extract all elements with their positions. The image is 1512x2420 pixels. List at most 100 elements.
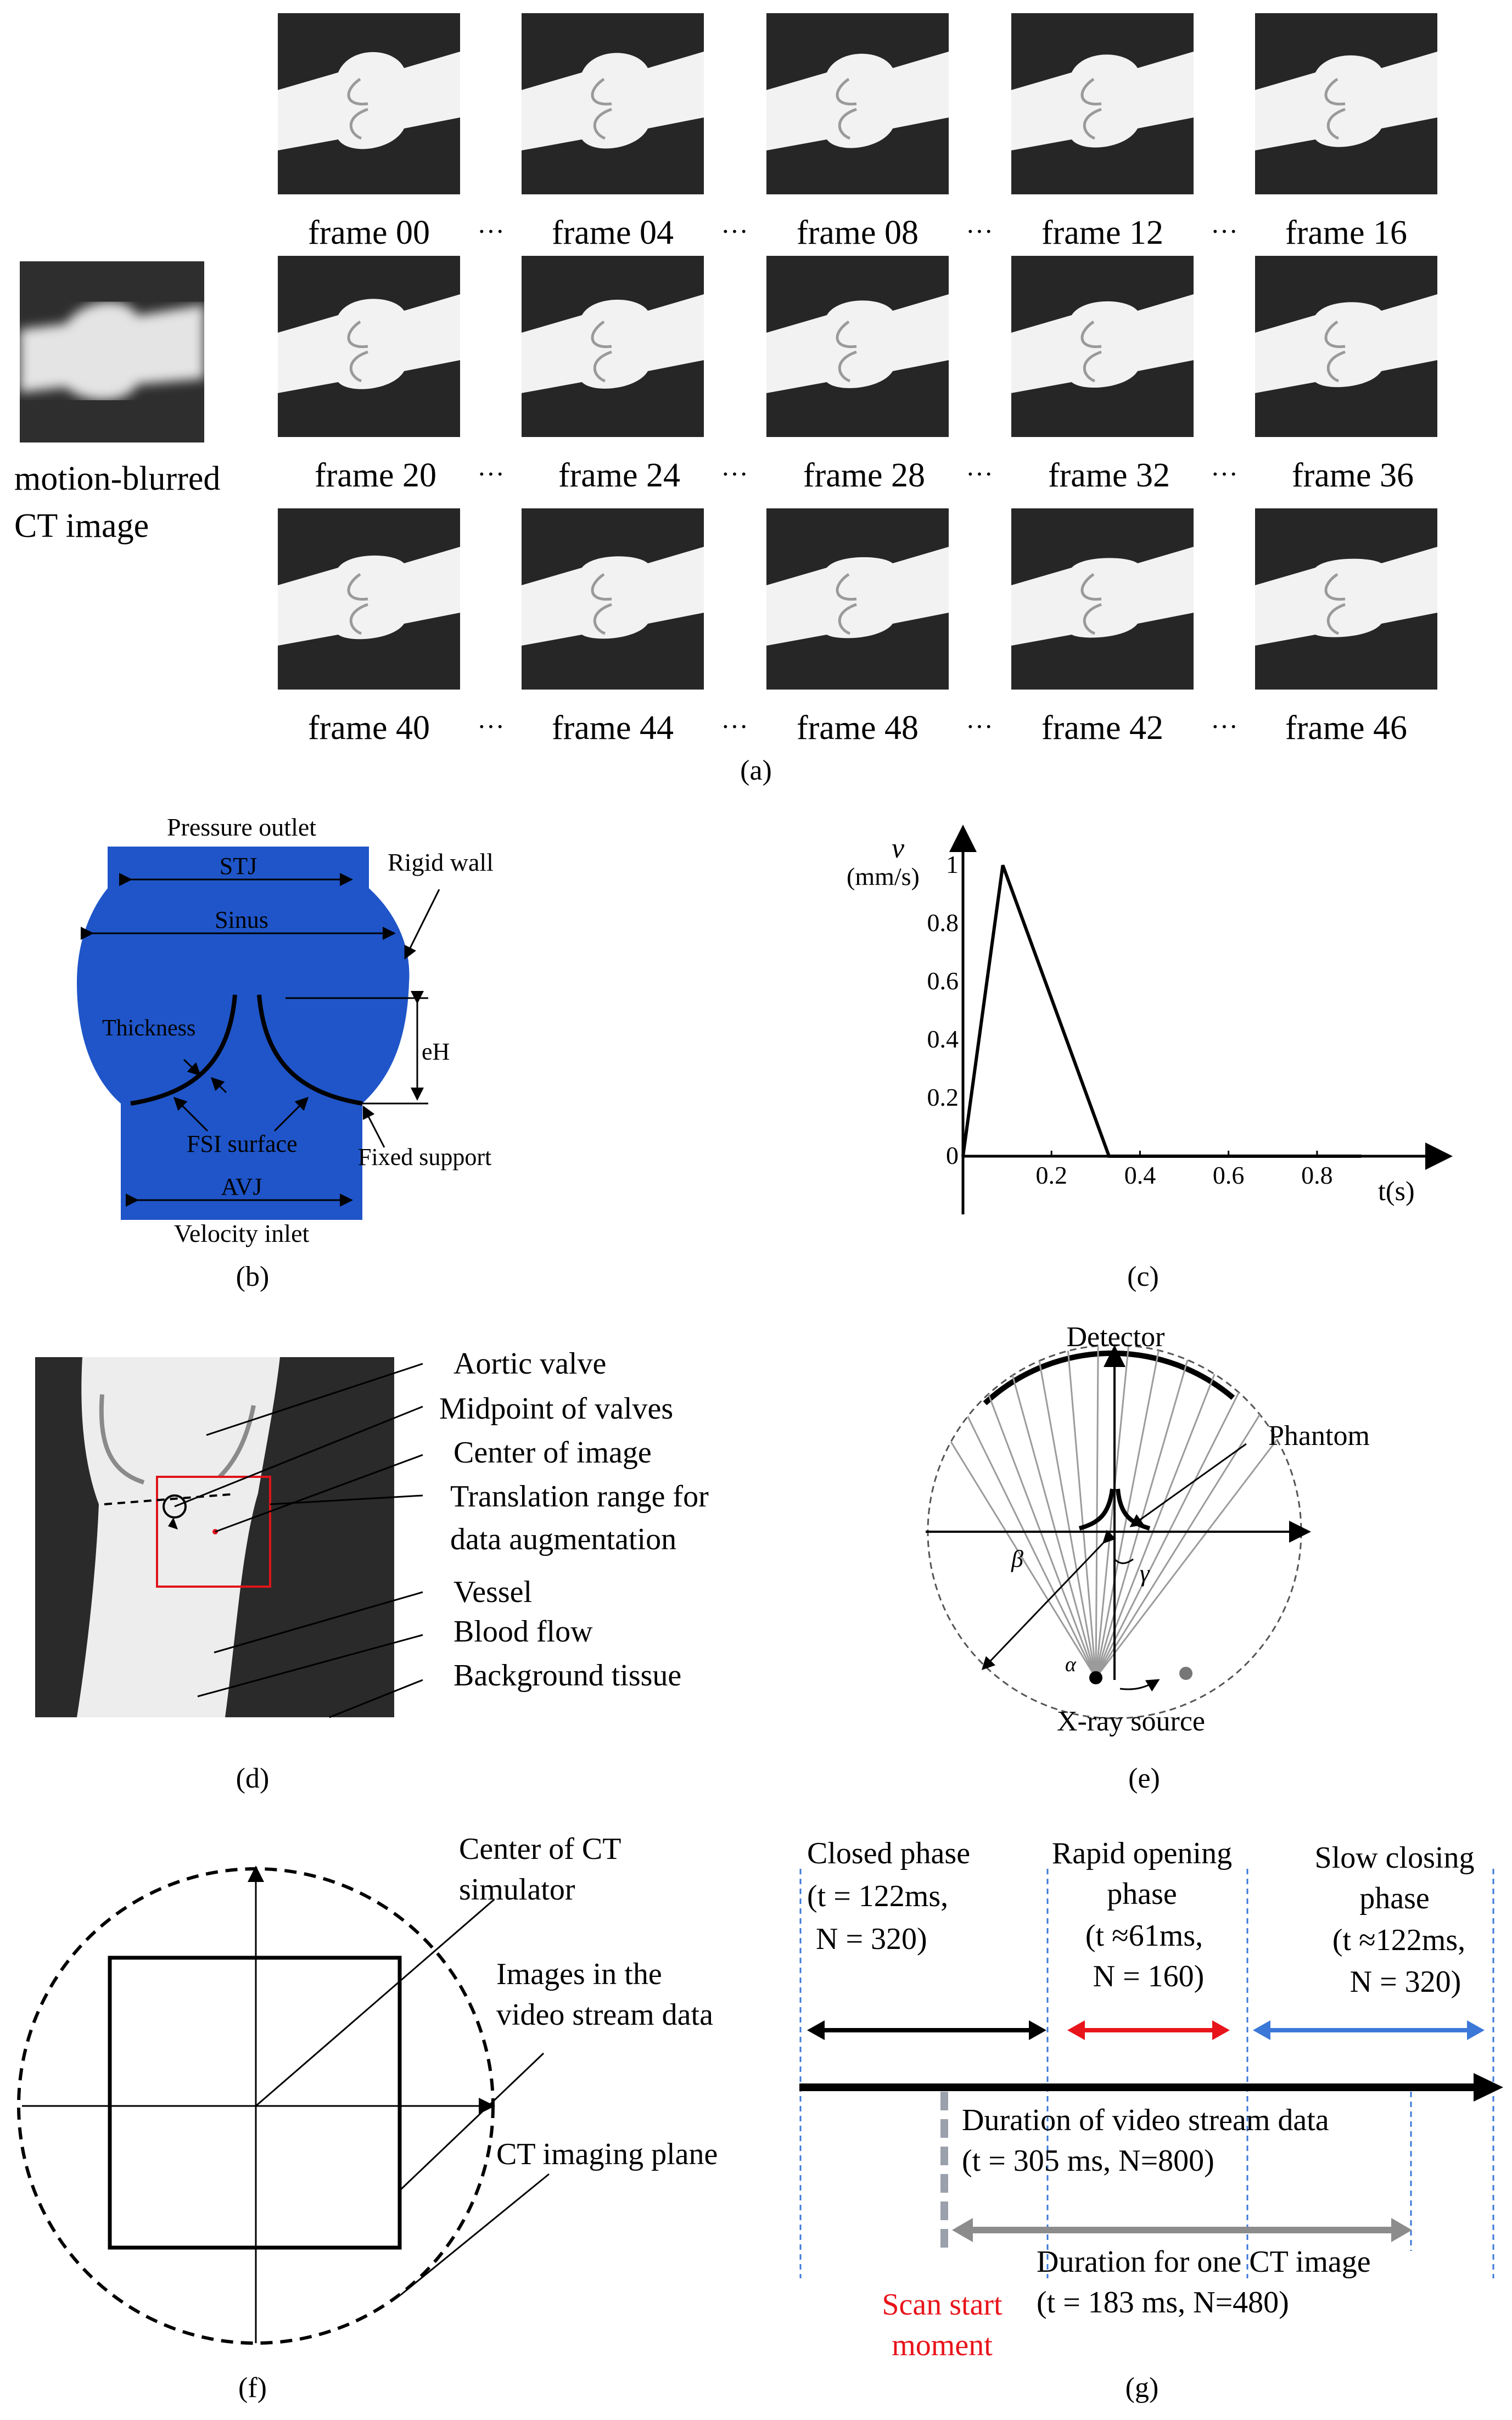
chart-y-unit: (mm/s) <box>847 862 920 890</box>
frame-ellipsis: ··· <box>721 711 748 742</box>
label-alpha: α <box>1065 1653 1077 1676</box>
frame-label: frame 40 <box>308 709 430 747</box>
label-thickness: Thickness <box>102 1016 195 1041</box>
x-tick-label: 0.4 <box>1124 1161 1156 1189</box>
caption-b: (b) <box>236 1261 270 1292</box>
x-ray-beam <box>1095 1414 1261 1678</box>
panel-f: Center of CT simulator Images in the vid… <box>17 1832 718 2404</box>
leaflet-left <box>130 994 237 1106</box>
frame-label: frame 48 <box>797 709 919 747</box>
leaflet-right <box>257 994 363 1106</box>
label-xray-source: X-ray source <box>1057 1706 1205 1737</box>
label-images-line2: video stream data <box>496 1998 713 2032</box>
y-tick-label: 0.2 <box>927 1083 959 1111</box>
rotated-source-dot <box>1179 1667 1192 1680</box>
caption-f: (f) <box>238 2372 267 2404</box>
panel-d-label: data augmentation <box>450 1522 676 1556</box>
frame-label: frame 44 <box>552 709 674 747</box>
frame-thumbnail <box>1255 508 1437 690</box>
valve-image <box>35 1357 394 1717</box>
blurred-label-line1: motion-blurred <box>14 460 220 497</box>
slow-t: (t ≈122ms, <box>1332 1923 1465 1957</box>
slow-n: N = 320) <box>1350 1965 1461 1999</box>
frame-thumbnail <box>522 508 704 690</box>
y-tick-label: 0 <box>946 1141 959 1169</box>
frame-ellipsis: ··· <box>1211 216 1238 247</box>
label-eh: eH <box>422 1038 450 1065</box>
panel-d-label: Translation range for <box>450 1480 709 1514</box>
panel-d-label: Blood flow <box>453 1615 593 1649</box>
y-tick-label: 0.4 <box>927 1025 959 1053</box>
caption-c: (c) <box>1127 1261 1159 1292</box>
x-ray-beam <box>1095 1439 1278 1678</box>
caption-a: (a) <box>740 755 772 786</box>
chart-y-symbol: v <box>892 833 905 864</box>
frame-label: frame 36 <box>1292 457 1414 494</box>
frame-label: frame 32 <box>1048 457 1170 494</box>
caption-g: (g) <box>1125 2372 1159 2404</box>
frame-thumbnail <box>522 13 704 194</box>
caption-e: (e) <box>1128 1763 1160 1794</box>
frame-thumbnail <box>1011 508 1194 690</box>
frame-thumbnail <box>522 256 704 437</box>
closed-title: Closed phase <box>807 1836 970 1870</box>
rapid-t: (t ≈61ms, <box>1085 1919 1203 1953</box>
video-image-square <box>108 1956 402 2250</box>
frame-ellipsis: ··· <box>966 458 993 489</box>
label-avj: AVJ <box>221 1173 262 1200</box>
aortic-root-fluid-domain <box>77 847 410 1220</box>
chart-series <box>961 864 1362 1158</box>
x-tick-label: 0.2 <box>1035 1161 1067 1189</box>
slow-title: Slow closing <box>1315 1841 1475 1875</box>
frame-ellipsis: ··· <box>1211 458 1238 489</box>
caption-d: (d) <box>236 1763 270 1794</box>
frame-ellipsis: ··· <box>966 216 993 247</box>
detector-arc <box>983 1350 1235 1405</box>
frame-thumbnail <box>1011 256 1194 437</box>
closed-t: (t = 122ms, <box>807 1879 948 1913</box>
panel-a: motion-blurred CT image frame 00 ··· frame… <box>14 13 1437 786</box>
x-ray-beam <box>1095 1346 1099 1678</box>
rapid-n: N = 160) <box>1093 1959 1205 1993</box>
label-images-line1: Images in the <box>496 1957 662 1991</box>
blurred-label-line2: CT image <box>14 507 149 545</box>
frame-thumbnail <box>766 508 949 690</box>
frame-label: frame 28 <box>803 457 925 494</box>
label-ct-plane: CT imaging plane <box>496 2137 718 2171</box>
label-center-line1: Center of CT <box>459 1832 621 1866</box>
rapid-title2: phase <box>1107 1877 1177 1911</box>
frame-thumbnail <box>1255 256 1437 437</box>
label-fixed-support: Fixed support <box>358 1144 491 1170</box>
frame-label: frame 46 <box>1285 709 1407 747</box>
panel-e: Detector Phantom β γ α X-ray source (e) <box>926 1321 1370 1794</box>
closed-n: N = 320) <box>816 1922 927 1956</box>
frame-ellipsis: ··· <box>721 216 748 247</box>
label-pressure-outlet: Pressure outlet <box>167 813 316 841</box>
frame-ellipsis: ··· <box>477 458 505 489</box>
frame-thumbnail <box>1011 13 1194 194</box>
label-phantom: Phantom <box>1268 1420 1370 1452</box>
x-tick-label: 0.8 <box>1301 1161 1333 1189</box>
frame-ellipsis: ··· <box>721 458 748 489</box>
panel-g: Closed phase (t = 122ms, N = 320) Rapid … <box>799 1836 1503 2404</box>
panel-d-label: Center of image <box>453 1436 652 1470</box>
label-velocity-inlet: Velocity inlet <box>174 1219 310 1247</box>
label-sinus: Sinus <box>215 906 268 933</box>
frame-label: frame 08 <box>797 214 919 251</box>
chart-x-label: t(s) <box>1378 1175 1415 1206</box>
frame-grid: frame 00···frame 04···frame 08···frame 1… <box>278 13 1437 747</box>
video-line2: (t = 305 ms, N=800) <box>962 2144 1214 2178</box>
y-tick-label: 0.6 <box>927 967 959 995</box>
rapid-title: Rapid opening <box>1052 1836 1232 1870</box>
label-beta: β <box>1011 1545 1023 1572</box>
frame-label: frame 24 <box>558 457 680 494</box>
frame-label: frame 04 <box>552 214 674 251</box>
video-line1: Duration of video stream data <box>962 2103 1329 2137</box>
frame-thumbnail <box>1255 13 1437 194</box>
frame-label: frame 00 <box>308 214 430 251</box>
frame-thumbnail <box>766 256 949 437</box>
